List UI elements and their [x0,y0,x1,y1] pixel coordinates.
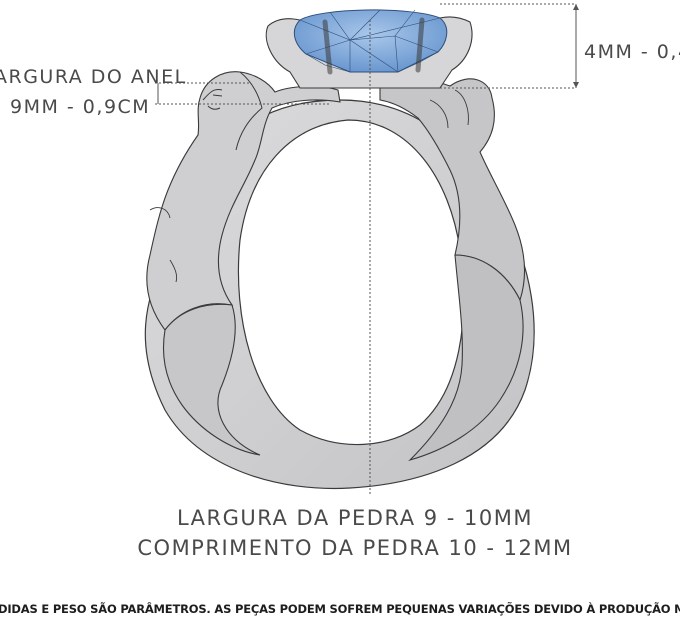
stone-width-label: LARGURA DA PEDRA 9 - 10MM [176,506,534,530]
left-figure-face [202,89,223,110]
footer-disclaimer: DIDAS E PESO SÃO PARÂMETROS. AS PEÇAS PO… [0,602,680,616]
ring-width-title: ARGURA DO ANEL [0,66,187,88]
height-value: 4MM - 0,4 [584,41,680,63]
right-figure [379,78,526,302]
dimension-lines [155,3,577,496]
left-figure-tail [162,303,261,456]
stone-prongs [322,17,425,75]
left-figure [146,71,341,331]
ring-width-value: 9MM - 0,9CM [10,96,151,118]
stone-length-label: COMPRIMENTO DA PEDRA 10 - 12MM [137,536,573,560]
right-figure-tail [408,254,524,462]
left-figure-hair [235,71,263,151]
